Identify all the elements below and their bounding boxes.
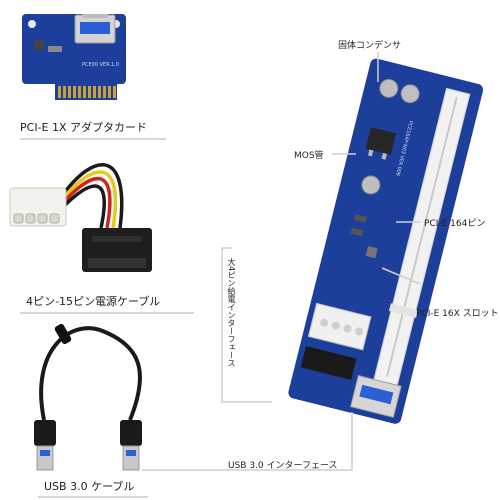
leader-lines xyxy=(142,52,421,471)
riser-usb-port xyxy=(350,374,402,418)
callout-capacitor: 固体コンデンサ xyxy=(338,41,402,51)
molex-4pin-connector xyxy=(9,187,67,227)
caption-usb-cable: USB 3.0 ケーブル xyxy=(44,480,135,493)
caption-power-cable: 4ピン-15ピン電源ケーブル xyxy=(26,295,161,308)
divider-power-cable xyxy=(20,312,194,314)
divider-usb-cable xyxy=(38,496,148,498)
caption-adapter-card: PCI-E 1X アダプタカード xyxy=(20,121,148,134)
callout-pcie-16x-slot: PCI-E 16X スロット xyxy=(416,309,499,319)
riser-power-connector xyxy=(307,302,372,351)
mos-chip xyxy=(365,127,397,155)
pcie-16x-slot xyxy=(373,87,471,386)
adapter-gold-fingers xyxy=(58,86,116,98)
callout-mos: MOS管 xyxy=(294,151,324,161)
usb-plug-right xyxy=(120,420,142,471)
usb-plug-left xyxy=(34,420,56,471)
power-cable xyxy=(9,162,152,272)
riser-sata-header xyxy=(300,346,357,380)
callout-power-interface: 大4ピン給電インターフェース xyxy=(227,258,236,368)
usb-cable xyxy=(34,323,142,471)
solid-capacitors xyxy=(361,78,420,195)
pcie-1x-adapter-card: PCE00 VER.1.0 xyxy=(22,14,126,100)
callout-usb-interface: USB 3.0 インターフェース xyxy=(228,461,338,471)
callout-pcie-164pin: PCI-E 164ピン xyxy=(424,219,486,229)
sata-15pin-connector xyxy=(82,228,152,272)
divider-adapter-card xyxy=(20,138,166,140)
riser-board: PCE164P-N03 VER 006 xyxy=(288,58,484,424)
adapter-silkscreen: PCE00 VER.1.0 xyxy=(82,62,119,68)
